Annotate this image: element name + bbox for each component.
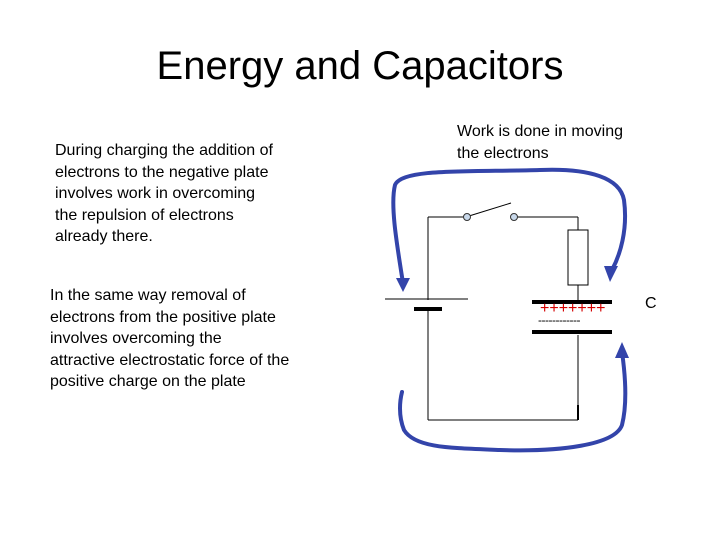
capacitor-bottom-plate: [532, 330, 612, 334]
positive-charge-signs: +++++++: [540, 300, 606, 317]
charging-explanation: During charging the addition of electron…: [55, 142, 273, 245]
negative-charge-signs: ------------: [538, 313, 580, 327]
switch-contact-right: [510, 213, 518, 221]
arrow-head-left-icon: [396, 278, 410, 292]
switch-lever: [468, 202, 512, 217]
arrow-head-right-top-icon: [604, 266, 618, 282]
work-explanation: Work is done in moving the electrons: [457, 123, 623, 162]
arrow-head-right-bottom-icon: [615, 342, 629, 358]
work-arrow-path: [391, 167, 628, 285]
resistor: [567, 229, 589, 286]
slide-title: Energy and Capacitors: [156, 44, 564, 88]
removal-explanation: In the same way removal of electrons fro…: [50, 287, 290, 390]
work-arrow-return-path: [398, 350, 628, 453]
battery-short-plate: [414, 307, 442, 311]
switch-contact-left: [463, 213, 471, 221]
capacitor-label: C: [645, 295, 657, 312]
capacitor-top-plate: [532, 300, 612, 304]
